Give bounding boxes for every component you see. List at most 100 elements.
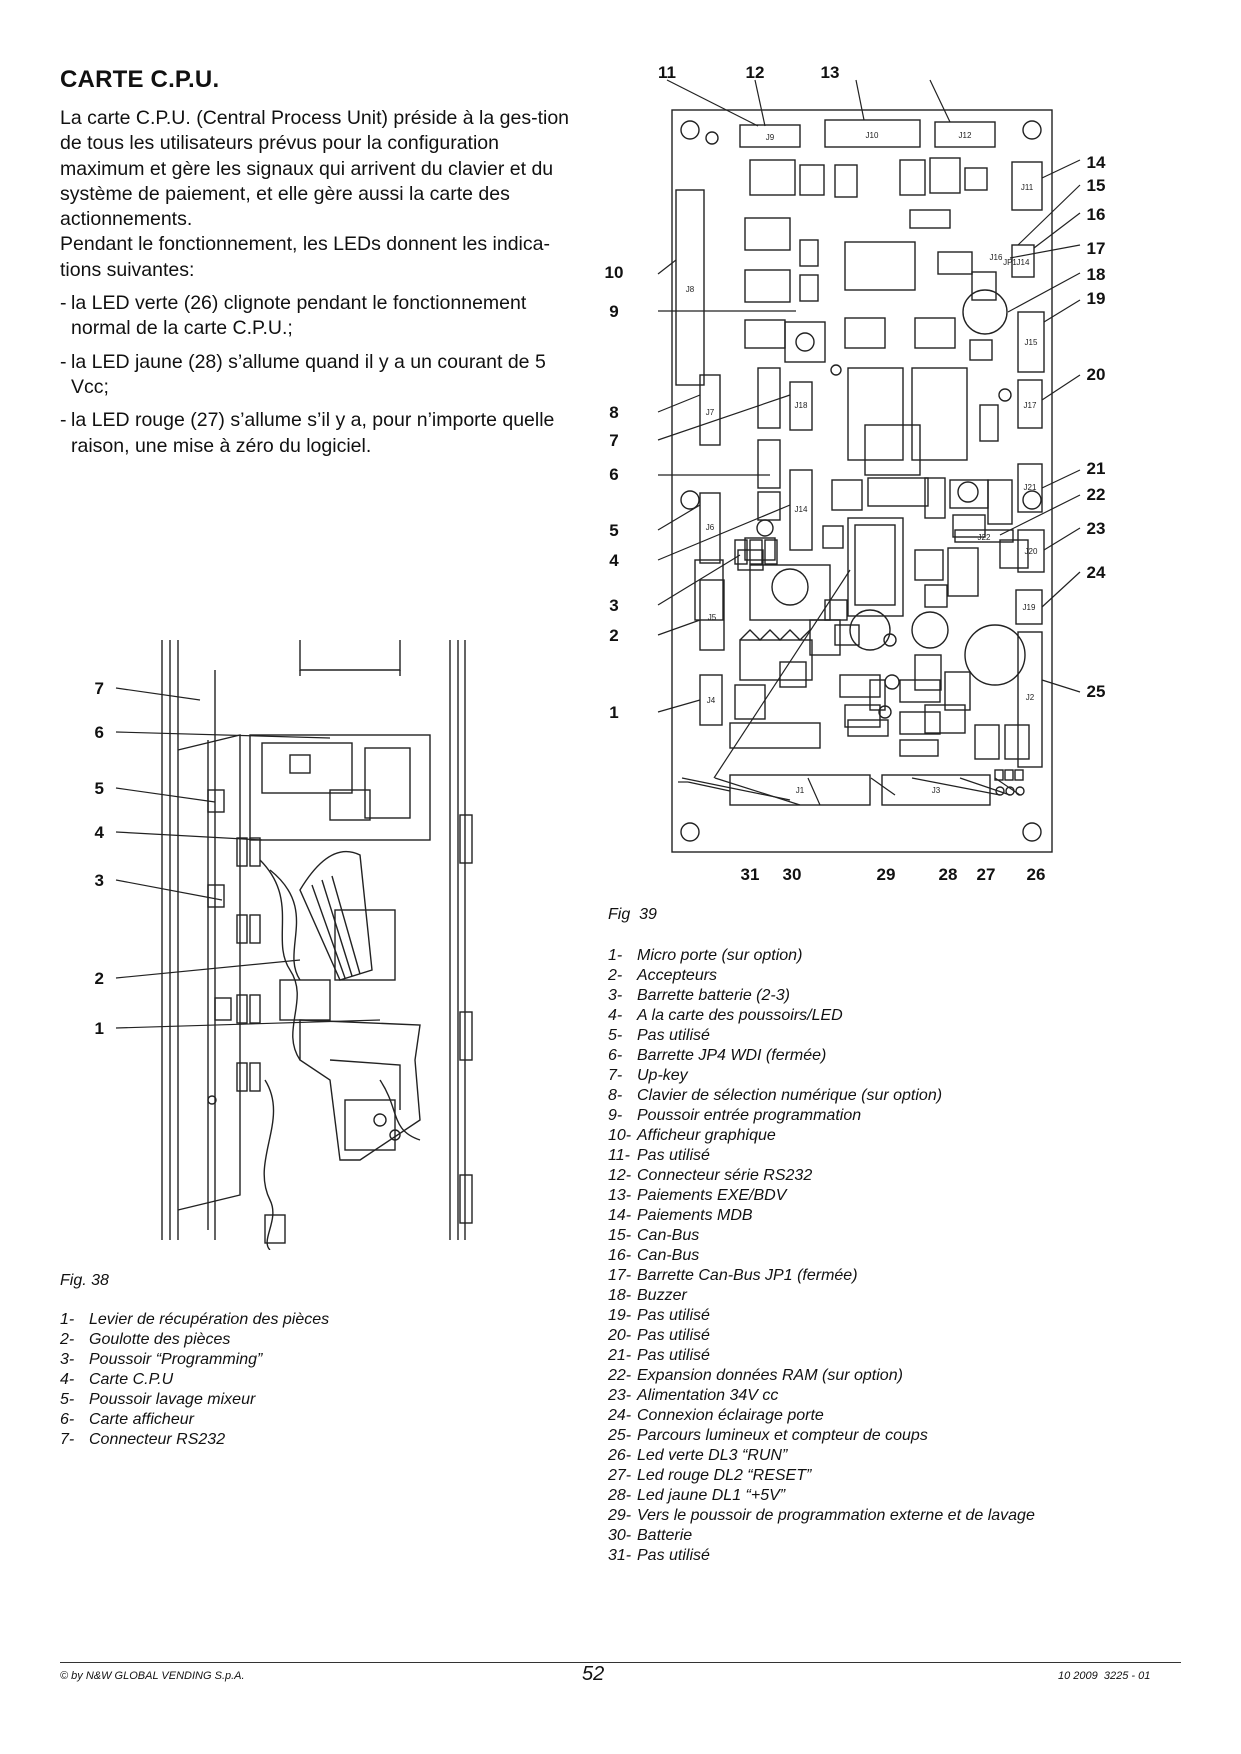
callout-label: 22: [1087, 485, 1106, 504]
connector-label: J20: [1025, 547, 1038, 556]
legend-item: 4-A la carte des poussoirs/LED: [608, 1007, 843, 1024]
legend-item: 27-Led rouge DL2 “RESET”: [608, 1467, 812, 1484]
callout-label: 12: [746, 63, 765, 82]
connector-label: J8: [686, 285, 695, 294]
callout-label: 7: [95, 679, 104, 698]
footer-rule: [60, 1662, 1181, 1663]
jumper-label: JP1: [1003, 258, 1017, 267]
legend-item: 28-Led jaune DL1 “+5V”: [608, 1487, 786, 1504]
callout-label: 3: [95, 871, 104, 890]
callout-label: 27: [977, 865, 996, 884]
callout-label: 21: [1087, 459, 1106, 478]
callout-label: 16: [1087, 205, 1106, 224]
legend-item: 20-Pas utilisé: [608, 1327, 710, 1344]
callout-label: 1: [609, 703, 618, 722]
legend-item: 1-Micro porte (sur option): [608, 947, 803, 964]
legend-item: 17-Barrette Can-Bus JP1 (fermée): [608, 1267, 858, 1284]
callout-label: 7: [609, 431, 618, 450]
callout-label: 3: [609, 596, 618, 615]
callout-label: 6: [95, 723, 104, 742]
intro-text: La carte C.P.U. (Central Process Unit) p…: [60, 106, 580, 459]
connector-label: J11: [1021, 183, 1034, 192]
legend-item: 9-Poussoir entrée programmation: [608, 1107, 862, 1124]
legend-item: 26-Led verte DL3 “RUN”: [608, 1447, 788, 1464]
legend-item: 14-Paiements MDB: [608, 1207, 753, 1224]
legend-item: 5-Poussoir lavage mixeur: [60, 1391, 256, 1408]
legend-item: 24-Connexion éclairage porte: [608, 1407, 824, 1424]
legend-item: 4-Carte C.P.U: [60, 1371, 174, 1388]
connector-label: J22: [978, 533, 991, 542]
fig39-board-diagram: J9 J10 J12 J11 J8 J16 JP1 J14 J15 J7 J18…: [605, 63, 1106, 884]
intro-paragraph: Pendant le fonctionnement, les LEDs donn…: [60, 233, 550, 281]
fig38-illustration: 7 6 5 4 3 2 1: [95, 640, 473, 1250]
legend-item: 2-Accepteurs: [608, 967, 718, 984]
footer-document-code: 10 2009 3225 - 01: [1058, 1670, 1151, 1682]
legend-item: 19-Pas utilisé: [608, 1307, 710, 1324]
callout-label: 17: [1087, 239, 1106, 258]
bullet-text: la LED rouge (27) s’allume s’il y a, pou…: [71, 409, 555, 457]
legend-item: 8-Clavier de sélection numérique (sur op…: [608, 1087, 943, 1104]
legend-item: 7-Connecteur RS232: [60, 1431, 226, 1448]
bullet-text: la LED jaune (28) s’allume quand il y a …: [71, 350, 546, 398]
legend-item: 12-Connecteur série RS232: [608, 1167, 813, 1184]
connector-label: J14: [1017, 258, 1030, 267]
callout-label: 29: [877, 865, 896, 884]
callout-label: 23: [1087, 519, 1106, 538]
legend-item: 7-Up-key: [608, 1067, 688, 1084]
callout-label: 8: [609, 403, 618, 422]
fig39-legend: 1-Micro porte (sur option) 2-Accepteurs …: [608, 946, 1035, 1566]
callout-label: 11: [658, 63, 676, 82]
connector-label: J19: [1023, 603, 1036, 612]
callout-label: 2: [95, 969, 104, 988]
legend-item: 23-Alimentation 34V cc: [608, 1387, 779, 1404]
connector-label: J15: [1025, 338, 1038, 347]
legend-item: 3-Barrette batterie (2-3): [608, 987, 790, 1004]
legend-item: 3-Poussoir “Programming”: [60, 1351, 263, 1368]
bullet-text: la LED verte (26) clignote pendant le fo…: [71, 292, 527, 340]
callout-label: 24: [1087, 563, 1106, 582]
connector-label: J1: [796, 786, 805, 795]
legend-item: 18-Buzzer: [608, 1287, 687, 1304]
callout-label: 14: [1087, 153, 1106, 172]
callout-label: 19: [1087, 289, 1106, 308]
callout-label: 10: [605, 263, 624, 282]
callout-label: 26: [1027, 865, 1046, 884]
legend-item: 29-Vers le poussoir de programmation ext…: [608, 1507, 1035, 1524]
footer-copyright: © by N&W GLOBAL VENDING S.p.A.: [60, 1670, 245, 1682]
callout-label: 1: [95, 1019, 104, 1038]
callout-label: 4: [95, 823, 105, 842]
legend-item: 5-Pas utilisé: [608, 1027, 710, 1044]
connector-label: J14: [795, 505, 808, 514]
callout-label: 6: [609, 465, 618, 484]
legend-item: 25-Parcours lumineux et compteur de coup…: [608, 1427, 928, 1444]
connector-label: J21: [1024, 483, 1037, 492]
connector-label: J17: [1024, 401, 1037, 410]
legend-item: 11-Pas utilisé: [608, 1147, 710, 1164]
callout-label: 9: [609, 302, 618, 321]
legend-item: 15-Can-Bus: [608, 1227, 700, 1244]
page-number: 52: [582, 1663, 605, 1685]
led-bullet-item: -la LED verte (26) clignote pendant le f…: [60, 291, 580, 342]
legend-item: 22-Expansion données RAM (sur option): [608, 1367, 903, 1384]
connector-label: J3: [932, 786, 941, 795]
legend-item: 21-Pas utilisé: [608, 1347, 710, 1364]
fig38-caption: Fig. 38: [60, 1272, 109, 1289]
legend-item: 6-Carte afficheur: [60, 1411, 194, 1428]
legend-item: 10-Afficheur graphique: [608, 1127, 776, 1144]
legend-item: 6-Barrette JP4 WDI (fermée): [608, 1047, 827, 1064]
callout-label: 30: [783, 865, 802, 884]
callout-label: 28: [939, 865, 958, 884]
callout-label: 2: [609, 626, 618, 645]
callout-label: 15: [1087, 176, 1106, 195]
connector-label: J6: [706, 523, 715, 532]
connector-label: J7: [706, 408, 715, 417]
led-bullet-item: -la LED rouge (27) s’allume s’il y a, po…: [60, 408, 580, 459]
callout-label: 13: [821, 63, 840, 82]
legend-item: 13-Paiements EXE/BDV: [608, 1187, 787, 1204]
legend-item: 30-Batterie: [608, 1527, 693, 1544]
legend-item: 1-Levier de récupération des pièces: [60, 1311, 330, 1328]
callout-label: 20: [1087, 365, 1106, 384]
callout-label: 18: [1087, 265, 1106, 284]
fig39-caption: Fig 39: [608, 906, 657, 923]
fig38-legend: 1-Levier de récupération des pièces 2-Go…: [60, 1310, 329, 1450]
